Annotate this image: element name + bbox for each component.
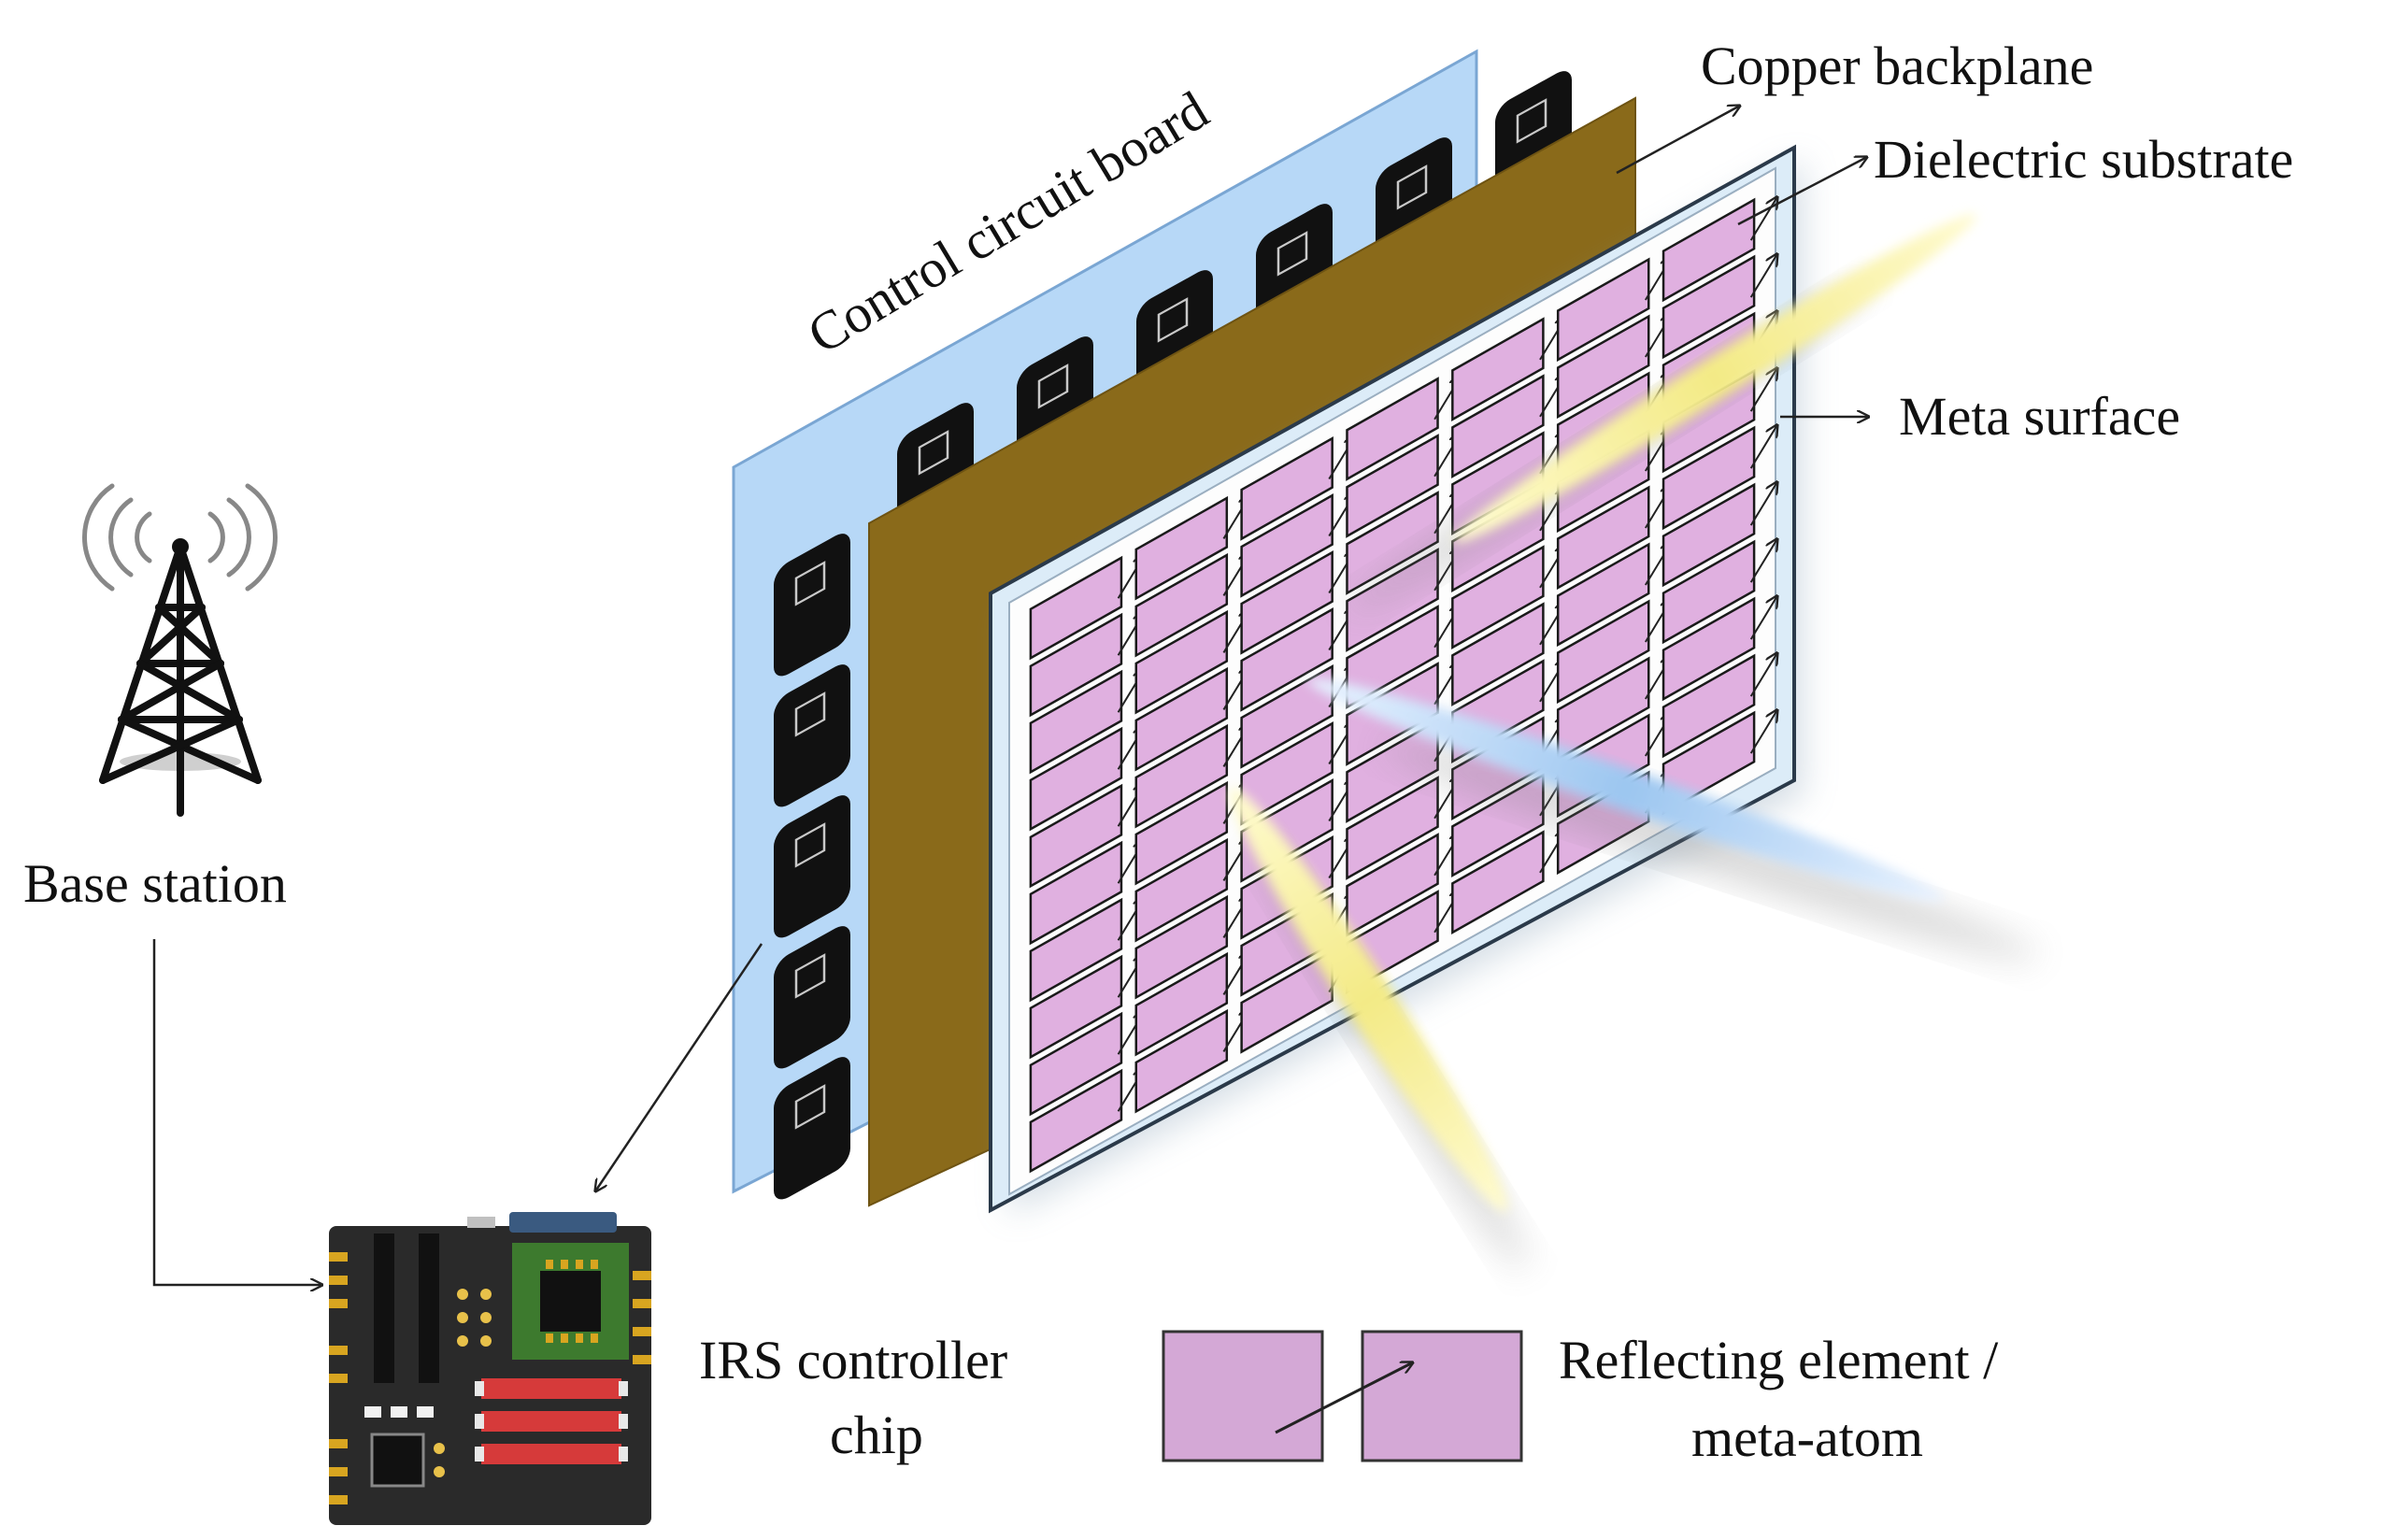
blue-beam <box>1307 677 1945 902</box>
meta-atom-cell <box>1240 550 1333 655</box>
varactor-arrow <box>1749 710 1777 754</box>
meta-atom-cell <box>1029 897 1123 1003</box>
meta-atom-cell <box>1029 783 1123 889</box>
meta-atom-cell <box>1240 436 1333 541</box>
meta-atom-cell <box>1134 894 1229 1000</box>
reflecting-element-label-line2: meta-atom <box>1691 1407 1923 1468</box>
meta-atom-legend <box>1162 1330 1523 1462</box>
meta-atom-cell <box>1134 495 1229 601</box>
meta-atom-cell <box>1346 434 1439 538</box>
copper-backplane-label: Copper backplane <box>1701 36 2093 96</box>
lower-yellow-beam <box>1230 788 1508 1212</box>
meta-atom-cell <box>1556 257 1650 363</box>
meta-atom-cell <box>1451 830 1545 934</box>
base-station-label: Base station <box>23 853 287 914</box>
meta-atom-cell <box>1556 542 1650 648</box>
meta-atom-cell <box>1134 666 1229 772</box>
varactor-arrow <box>1749 539 1777 583</box>
meta-atom-cell <box>1451 545 1545 649</box>
meta-atom-cell <box>1556 599 1650 705</box>
meta-atom-cell <box>1346 776 1439 880</box>
varactor-arrow <box>1749 425 1777 469</box>
meta-atom-cell <box>1662 197 1756 303</box>
meta-atom-cell <box>1662 539 1756 645</box>
varactor-arrow <box>1749 653 1777 697</box>
control-board-chip <box>774 926 850 1069</box>
meta-atom-cell <box>1134 951 1229 1057</box>
dielectric-substrate-label: Dielectric substrate <box>1874 129 2293 190</box>
meta-atom-cell <box>1134 780 1229 886</box>
varactor-arrow <box>1749 482 1777 526</box>
meta-atom-cell <box>1240 493 1333 598</box>
control-board-chip <box>774 534 850 677</box>
meta-surface-label: Meta surface <box>1899 386 2180 447</box>
meta-atom-cell <box>1346 833 1439 937</box>
meta-atom-cell <box>1240 607 1333 712</box>
meta-atom-cell <box>1451 317 1545 421</box>
meta-atom-cell <box>1662 425 1756 531</box>
meta-atom-grid <box>1029 197 1777 1174</box>
irs-controller-label-line1: IRS controller <box>699 1330 1007 1390</box>
meta-atom-cell <box>1556 656 1650 762</box>
dielectric-substrate-arrow <box>1737 157 1867 226</box>
reflecting-element-label-line1: Reflecting element / <box>1559 1330 1999 1390</box>
meta-atom-cell <box>1240 949 1333 1054</box>
meta-atom-cell <box>1240 664 1333 769</box>
meta-atom-cell <box>1662 596 1756 702</box>
reflected-beams <box>1230 214 2039 1271</box>
meta-atom-cell <box>1029 1011 1123 1117</box>
pointer-arrows <box>152 106 1869 1285</box>
control-board-chip <box>774 1057 850 1200</box>
meta-atom-cell <box>1134 552 1229 658</box>
meta-atom-cell <box>1134 837 1229 943</box>
meta-atom-cell <box>1662 254 1756 360</box>
legend-meta-atom-off <box>1162 1330 1324 1462</box>
meta-atom-cell <box>1346 377 1439 481</box>
meta-atom-cell <box>1029 726 1123 832</box>
meta-atom-cell <box>1029 954 1123 1060</box>
meta-atom-cell <box>1134 1008 1229 1114</box>
pcb-controller-icon <box>329 1212 651 1525</box>
meta-atom-cell <box>1556 314 1650 420</box>
base-station-to-chip-arrow <box>152 939 322 1285</box>
meta-atom-cell <box>1029 612 1123 718</box>
varactor-arrow <box>1749 368 1777 412</box>
meta-atom-cell <box>1556 485 1650 591</box>
control-board-chip <box>774 664 850 807</box>
legend-meta-atom-on <box>1361 1330 1523 1462</box>
legend-varactor-arrow <box>1275 1362 1413 1434</box>
meta-atom-cell <box>1029 669 1123 775</box>
meta-atom-cell <box>1134 723 1229 829</box>
copper-backplane-arrow <box>1616 106 1740 175</box>
meta-atom-cell <box>1662 653 1756 759</box>
meta-atom-cell <box>1134 609 1229 715</box>
varactor-arrow <box>1749 197 1777 241</box>
meta-atom-cell <box>1451 374 1545 478</box>
control-board-chip <box>774 795 850 938</box>
varactor-arrow <box>1749 596 1777 640</box>
meta-atom-cell <box>1029 840 1123 946</box>
varactor-arrow <box>1749 254 1777 298</box>
antenna-tower-icon <box>81 483 278 817</box>
irs-controller-label-line2: chip <box>830 1405 923 1465</box>
meta-atom-cell <box>1662 482 1756 588</box>
upper-yellow-beam <box>1452 214 1977 543</box>
board-to-chip-arrow <box>595 943 763 1191</box>
meta-atom-cell <box>1451 602 1545 706</box>
meta-surface-panel <box>989 144 1804 1215</box>
meta-atom-cell <box>1029 555 1123 661</box>
meta-atom-cell <box>1029 1068 1123 1174</box>
